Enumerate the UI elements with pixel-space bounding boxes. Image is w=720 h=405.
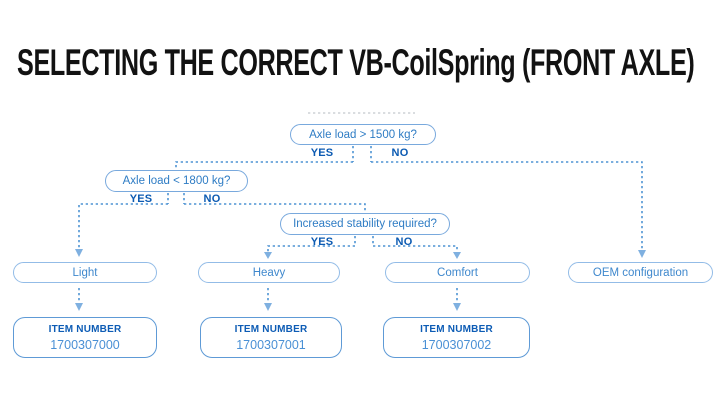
decision-axle-load-1800: Axle load < 1800 kg? bbox=[105, 170, 248, 192]
arrow-down-icon bbox=[75, 249, 83, 257]
arrow-down-icon bbox=[264, 252, 272, 259]
decision-increased-stability: Increased stability required? bbox=[280, 213, 450, 235]
decision-axle-load-1500: Axle load > 1500 kg? bbox=[290, 124, 436, 145]
result-label: Light bbox=[72, 266, 98, 279]
result-label: Comfort bbox=[437, 266, 478, 279]
item-number-box-heavy: ITEM NUMBER 1700307001 bbox=[200, 317, 342, 358]
result-label: Heavy bbox=[252, 266, 286, 279]
arrow-down-icon bbox=[264, 303, 272, 311]
decision-label: Axle load > 1500 kg? bbox=[309, 128, 417, 141]
result-oem-configuration: OEM configuration bbox=[568, 262, 713, 283]
arrow-down-icon bbox=[75, 303, 83, 311]
result-heavy: Heavy bbox=[198, 262, 340, 283]
arrow-down-icon bbox=[638, 250, 646, 258]
d1-no-label: NO bbox=[391, 147, 409, 159]
d3-no-branch bbox=[373, 245, 458, 252]
decision-label: Increased stability required? bbox=[293, 218, 437, 230]
arrow-down-icon bbox=[453, 252, 461, 259]
item-number-value: 1700307000 bbox=[50, 337, 120, 352]
decision-label: Axle load < 1800 kg? bbox=[122, 175, 231, 187]
d2-yes-branch bbox=[78, 203, 168, 249]
item-number-box-light: ITEM NUMBER 1700307000 bbox=[13, 317, 157, 358]
result-label: OEM configuration bbox=[592, 266, 689, 279]
item-number-value: 1700307002 bbox=[421, 337, 492, 352]
item-number-heading: ITEM NUMBER bbox=[48, 323, 122, 335]
d1-yes-label: YES bbox=[310, 147, 334, 159]
d1-yes-branch bbox=[175, 161, 353, 170]
arrow-down-icon bbox=[453, 303, 461, 311]
d2-no-branch bbox=[184, 203, 366, 213]
page-title: SELECTING THE CORRECT VB-CoilSpring (FRO… bbox=[17, 42, 695, 83]
d2-yes-label: YES bbox=[129, 193, 153, 205]
item-number-heading: ITEM NUMBER bbox=[420, 323, 493, 335]
item-number-box-comfort: ITEM NUMBER 1700307002 bbox=[383, 317, 530, 358]
d3-yes-branch bbox=[267, 245, 355, 252]
d1-no-branch bbox=[371, 161, 643, 250]
item-number-value: 1700307001 bbox=[236, 337, 306, 352]
d3-no-label: NO bbox=[395, 236, 413, 248]
result-comfort: Comfort bbox=[385, 262, 530, 283]
result-light: Light bbox=[13, 262, 157, 283]
d2-no-label: NO bbox=[203, 193, 221, 205]
d3-yes-label: YES bbox=[310, 236, 334, 248]
item-number-heading: ITEM NUMBER bbox=[234, 323, 308, 335]
